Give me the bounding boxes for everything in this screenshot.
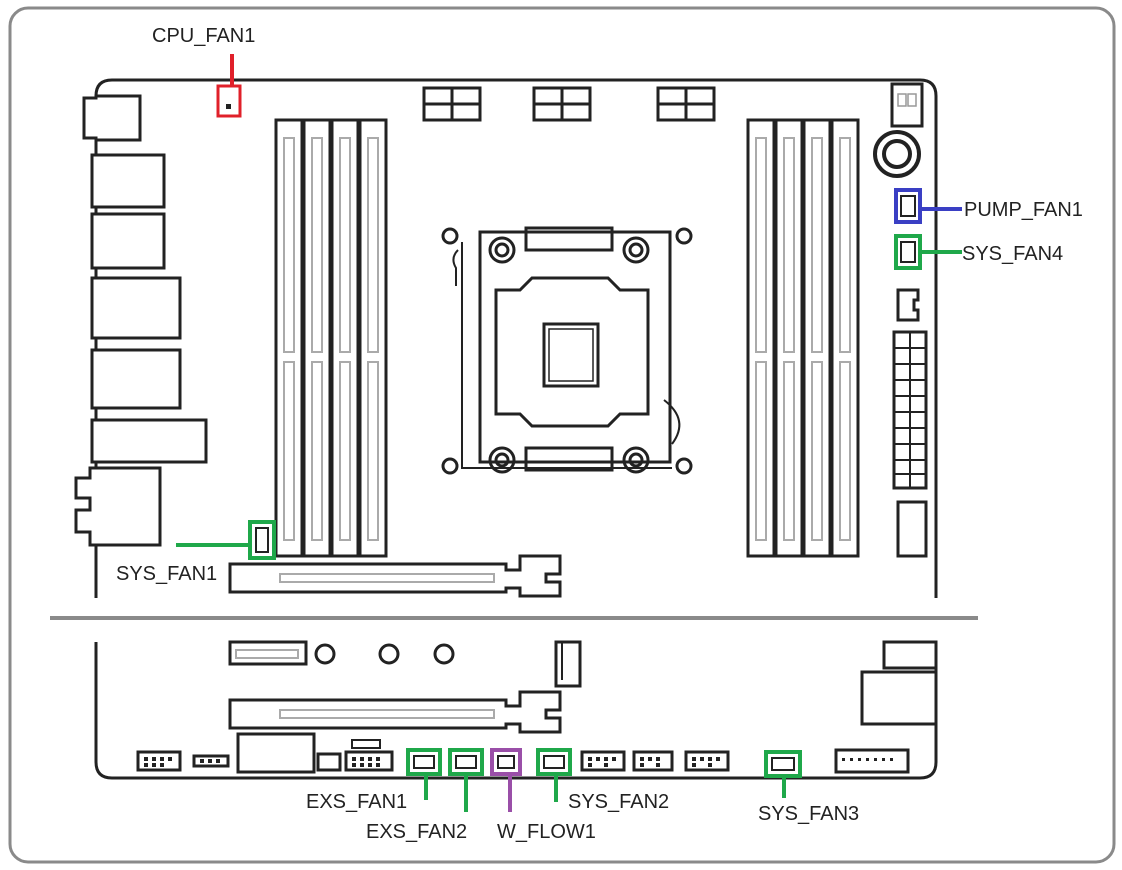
header-pins <box>144 757 893 767</box>
pump-fan1-header <box>894 188 962 224</box>
cpu-fan1-label: CPU_FAN1 <box>152 25 255 47</box>
exs-fan2-label: EXS_FAN2 <box>366 821 467 843</box>
board-outline-bottom <box>94 642 938 780</box>
sys-fan1-label: SYS_FAN1 <box>116 563 217 585</box>
sys-fan2-header <box>536 748 572 802</box>
dimm-slot-inner-left <box>283 137 379 541</box>
w-flow1-label: W_FLOW1 <box>497 821 596 843</box>
sys-fan3-header <box>764 750 802 798</box>
pump-fan1-label: PUMP_FAN1 <box>964 199 1083 221</box>
exs-fan2-header <box>448 748 484 812</box>
sys-fan4-header <box>894 234 962 270</box>
atx-power-connector <box>892 288 928 558</box>
sys-fan2-label: SYS_FAN2 <box>568 791 669 813</box>
sys-fan4-label: SYS_FAN4 <box>962 243 1063 265</box>
dimm-slots-left <box>274 118 388 558</box>
debug-led-display <box>890 82 924 128</box>
outer-frame <box>8 6 1116 864</box>
rear-io-ports <box>74 94 208 547</box>
cpu-fan1-header <box>216 54 242 118</box>
w-flow1-header <box>490 748 522 812</box>
dimm-slots-right <box>746 118 860 558</box>
sys-fan1-header <box>176 520 276 560</box>
exs-fan1-label: EXS_FAN1 <box>306 791 407 813</box>
pcie-slot-top <box>228 554 562 598</box>
board-outline-top <box>94 78 938 598</box>
power-button <box>873 130 921 178</box>
exs-fan1-header <box>406 748 442 800</box>
sys-fan3-label: SYS_FAN3 <box>758 803 859 825</box>
dimm-slot-inner-right <box>755 137 851 541</box>
lower-components <box>136 640 938 774</box>
cpu-power-connectors <box>422 86 716 122</box>
cpu-socket <box>441 226 693 475</box>
